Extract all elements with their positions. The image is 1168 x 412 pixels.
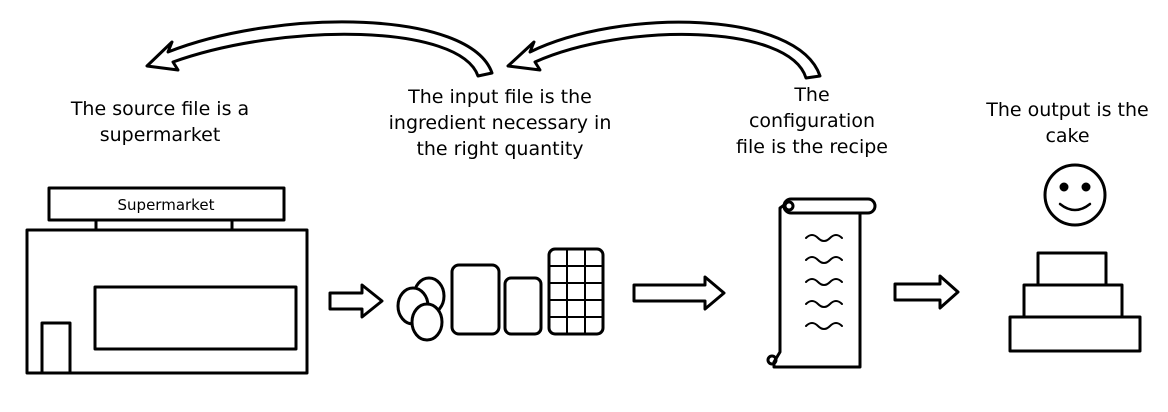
block-arrow-2 xyxy=(632,275,726,311)
caption-configuration: The configuration file is the recipe xyxy=(712,82,912,160)
ingredients-icon xyxy=(396,247,605,342)
caption-configuration-line-1: The xyxy=(794,84,830,106)
caption-source-line-1: The source file is a xyxy=(70,98,250,120)
block-arrow-1 xyxy=(328,283,384,319)
caption-input-line-2: ingredient necessary in xyxy=(388,112,612,134)
curved-arrow-left-2 xyxy=(506,20,822,80)
caption-configuration-line-3: file is the recipe xyxy=(736,136,888,158)
supermarket-icon xyxy=(25,186,309,375)
smiley-face-icon xyxy=(1043,163,1107,227)
supermarket-sign-label: Supermarket xyxy=(118,196,215,214)
recipe-scroll-icon xyxy=(766,197,877,369)
block-arrow-3 xyxy=(893,274,960,310)
caption-output-line-2: cake xyxy=(1045,125,1090,147)
curved-arrow-left-1 xyxy=(145,20,494,78)
caption-output-line-1: The output is the xyxy=(986,99,1149,121)
caption-source-line-2: supermarket xyxy=(99,124,221,146)
caption-input-line-1: The input file is the xyxy=(408,86,592,108)
caption-input: The input file is the ingredient necessa… xyxy=(370,84,630,162)
caption-input-line-3: the right quantity xyxy=(416,138,584,160)
caption-output: The output is the cake xyxy=(970,97,1165,149)
caption-source: The source file is a supermarket xyxy=(40,96,280,148)
cake-icon xyxy=(1008,251,1142,353)
caption-configuration-line-2: configuration xyxy=(748,110,876,132)
